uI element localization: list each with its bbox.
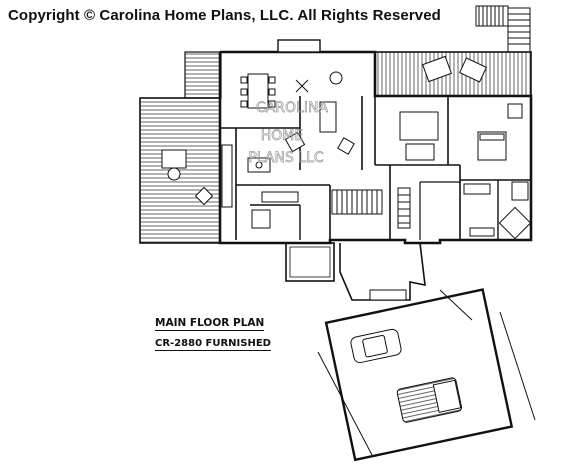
bedroom-two	[399, 111, 439, 161]
copyright-notice: Copyright © Carolina Home Plans, LLC. Al…	[8, 7, 441, 24]
watermark-line-2: HOME	[261, 128, 303, 144]
watermark-line-1: CAROLINA	[256, 100, 329, 116]
living-room-furniture	[284, 71, 355, 155]
kitchen	[221, 144, 299, 229]
watermark: CAROLINA HOME PLANS LLC	[248, 100, 329, 167]
interior-stair	[331, 187, 411, 229]
driveway-apron	[317, 289, 536, 456]
dining-table	[240, 73, 276, 109]
deck-west	[139, 51, 222, 244]
exterior-stair-northeast	[475, 5, 531, 53]
front-porch	[285, 242, 335, 282]
breezeway	[339, 242, 426, 301]
master-bedroom	[477, 103, 523, 161]
car-two	[396, 377, 463, 423]
garage	[324, 288, 514, 462]
plan-title: MAIN FLOOR PLAN	[155, 317, 265, 331]
plan-subtitle: CR-2880 FURNISHED	[155, 338, 271, 351]
car-one	[350, 328, 402, 364]
deck-northeast	[374, 51, 532, 97]
master-bath	[463, 181, 532, 240]
watermark-line-3: PLANS LLC	[248, 150, 324, 166]
